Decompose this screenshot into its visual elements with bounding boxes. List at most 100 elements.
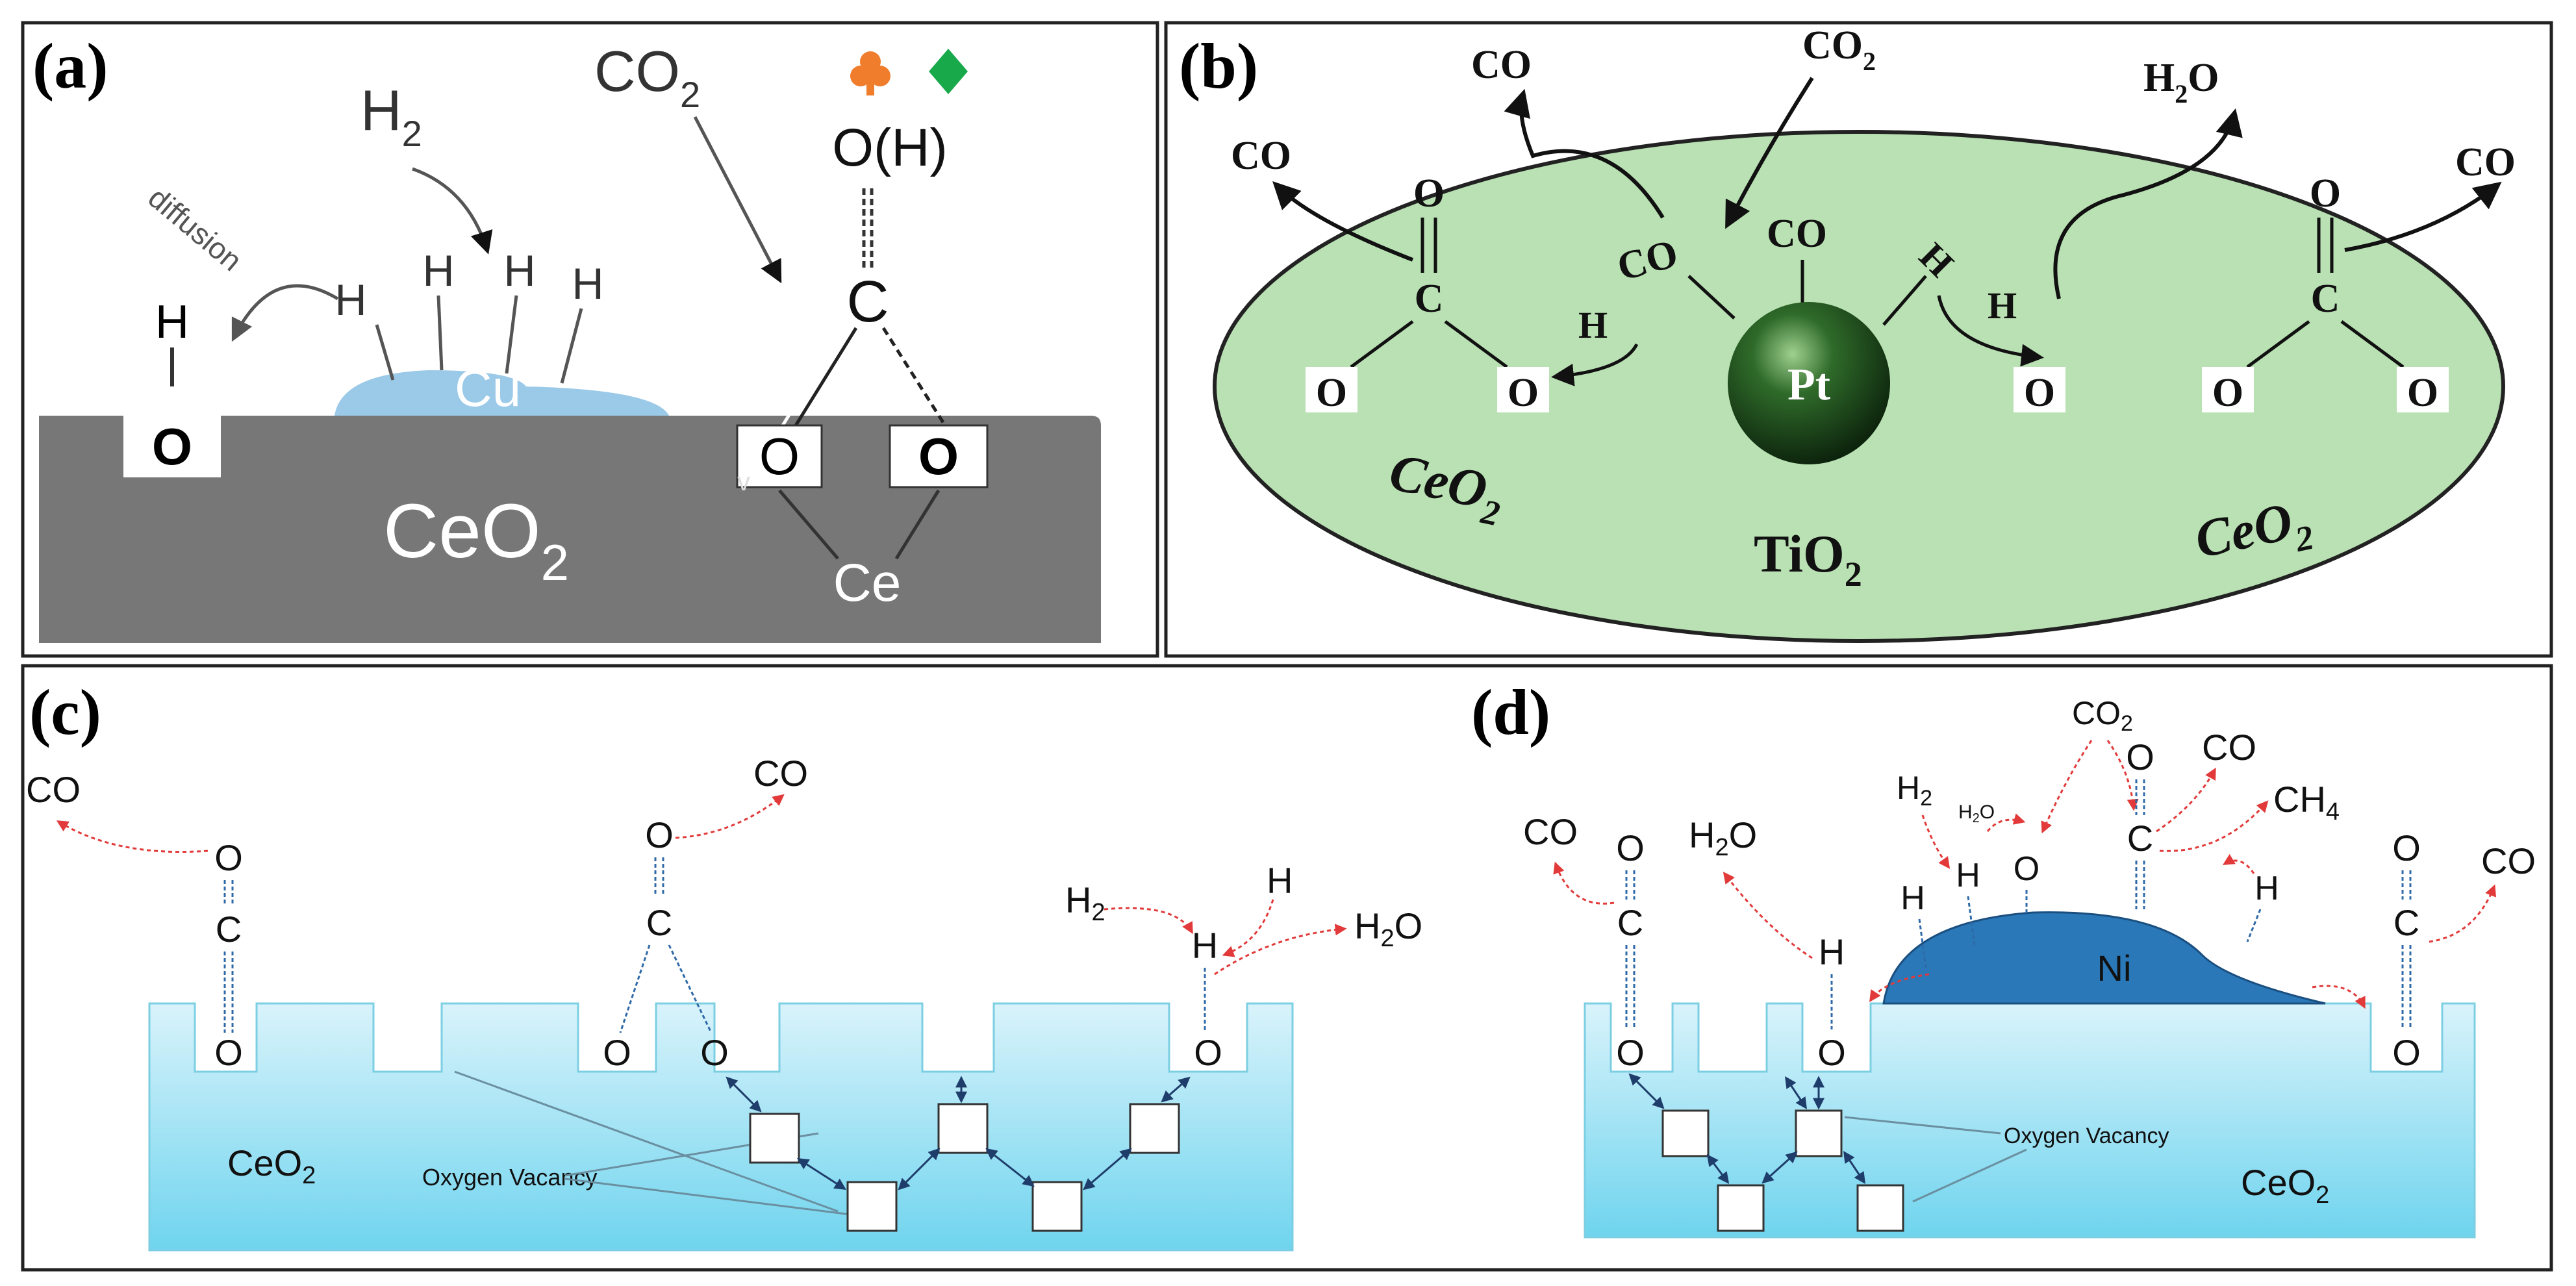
h2o-label: H2O [1689, 814, 1757, 861]
cu-h-atoms: H H H H [335, 246, 604, 384]
oxygen-atom: O [603, 1032, 631, 1073]
oxygen-atom: O [1316, 371, 1347, 415]
co-product: CO [753, 753, 808, 794]
co-product: CO [26, 769, 81, 810]
carbon-atom: C [2127, 818, 2153, 859]
oxygen-atom: O [918, 427, 959, 485]
oxygen-atom: O [2126, 737, 2154, 777]
panel-c-label: (c) [29, 676, 101, 748]
ce-atom: Ce [833, 553, 902, 612]
oxygen-atom: O [2014, 850, 2039, 888]
co2-arrow [693, 116, 782, 284]
co-product: CO [2455, 140, 2516, 184]
oxygen-atom: O [2392, 827, 2421, 868]
h2-label: H2 [360, 78, 422, 154]
co-product: CO [1471, 43, 1532, 87]
carbon-atom: C [2311, 277, 2340, 321]
panel-a: (a) Cu0 CeO2 O H diffusion H H H H H2 [21, 21, 1159, 658]
hydrogen-atom: H [572, 259, 603, 309]
oxygen-atom: O [152, 418, 192, 475]
oxygen-atom: O [1508, 371, 1539, 415]
diamond-icon [929, 49, 968, 94]
surface-o-site [123, 416, 221, 477]
oxygen-vacancy-label: Oxygen Vacancy [2004, 1124, 2169, 1148]
o-h-label: O(H) [832, 118, 948, 177]
panel-d: (d) CeO2 Oxygen Vacancy Ni O C O CO H2O … [1471, 676, 2536, 1239]
oxygen-atom: O [2212, 371, 2243, 415]
ni-label: Ni [2097, 948, 2132, 989]
hydrogen-atom: H [1988, 284, 2017, 327]
ceo2-slab [1584, 1002, 2476, 1239]
carbon-atom: C [1617, 902, 1643, 943]
h2-arrow [412, 167, 493, 255]
hydrogen-atom: H [2254, 870, 2279, 907]
carbon-atom: C [847, 270, 889, 334]
h2-label: H2 [1065, 879, 1105, 926]
vacancy-arrows [726, 1076, 1191, 1191]
oxygen-atom: O [214, 837, 243, 878]
co-product: CO [2202, 727, 2256, 768]
hydrogen-atom: H [503, 246, 535, 296]
oxygen-atom: O [1616, 827, 1645, 868]
co2-label: CO2 [2072, 695, 2133, 736]
panel-b-label: (b) [1179, 30, 1258, 102]
pt-particle [1728, 302, 1890, 464]
ceo2-label: CeO2 [2241, 1162, 2329, 1209]
oxygen-atom: O [759, 427, 800, 485]
diffusion-arrow [231, 284, 339, 342]
left-carbonate: O C O O [1306, 171, 1549, 415]
carbon-atom: C [1415, 277, 1444, 321]
oxygen-atom: O [1194, 1032, 1222, 1073]
vacancy-squares [1661, 1109, 1904, 1232]
ceo2-support-slab [39, 416, 1101, 643]
oxygen-atom: O [2024, 371, 2055, 415]
panel-b: (b) O C O O CO CO H CO2 CO CO P [1164, 21, 2553, 658]
co-product: CO [2481, 840, 2536, 881]
carbon-atom: C [646, 902, 672, 943]
ceo2-slab [148, 1002, 1294, 1252]
oxygen-vacancy-label: Oxygen Vacancy [422, 1164, 597, 1191]
oxygen-atom: O [1616, 1032, 1645, 1073]
co-adsorbate: CO [1767, 212, 1827, 256]
panel-a-label: (a) [32, 30, 108, 102]
panel-d-label: (d) [1471, 676, 1550, 748]
co-product: CO [1231, 134, 1291, 178]
hydrogen-atom: H [1819, 931, 1845, 972]
cu-particle [335, 370, 669, 416]
hydrogen-atom: H [1267, 860, 1293, 901]
oxygen-atom: O [700, 1032, 729, 1073]
h2-label: H2 [1897, 770, 1932, 811]
oxygen-atom: O [645, 814, 674, 855]
club-icon [850, 51, 890, 95]
ceo2-label: CeO2 [383, 488, 569, 591]
h2o-label: H2O [1354, 905, 1422, 952]
ch4-label: CH4 [2273, 779, 2340, 826]
tio2-label: TiO2 [1754, 524, 1862, 594]
carbon-atom: C [2393, 902, 2419, 943]
carbon-atom: C [216, 909, 242, 950]
hydrogen-atom: H [1192, 925, 1218, 966]
pt-label: Pt [1787, 360, 1830, 410]
h2o-small-label: H2O [1958, 801, 1995, 826]
hydrogen-atom: H [155, 296, 189, 348]
oxygen-atom: O [214, 1032, 243, 1073]
co2-label: CO2 [594, 39, 700, 115]
surface-o-site [889, 424, 989, 488]
v-mark: v [737, 468, 750, 496]
co2-label: CO2 [1802, 23, 1876, 76]
oxygen-atom: O [1413, 171, 1445, 216]
vacancy-squares [749, 1103, 1180, 1232]
surface-o-site [736, 424, 823, 488]
cu-label: Cu0 [455, 359, 538, 417]
oxygen-atom: O [2392, 1032, 2421, 1073]
ceo2-label: CeO2 [227, 1142, 316, 1189]
hydrogen-atom: H [1578, 304, 1608, 346]
hydrogen-atom: H [1900, 879, 1925, 917]
hydrogen-atom: H [422, 246, 454, 296]
ni-particle [1882, 911, 2326, 1005]
hydrogen-atom: H [335, 275, 366, 325]
h2o-label: H2O [2143, 56, 2219, 108]
co-product: CO [1523, 811, 1578, 852]
oxygen-atom: O [1817, 1032, 1846, 1073]
